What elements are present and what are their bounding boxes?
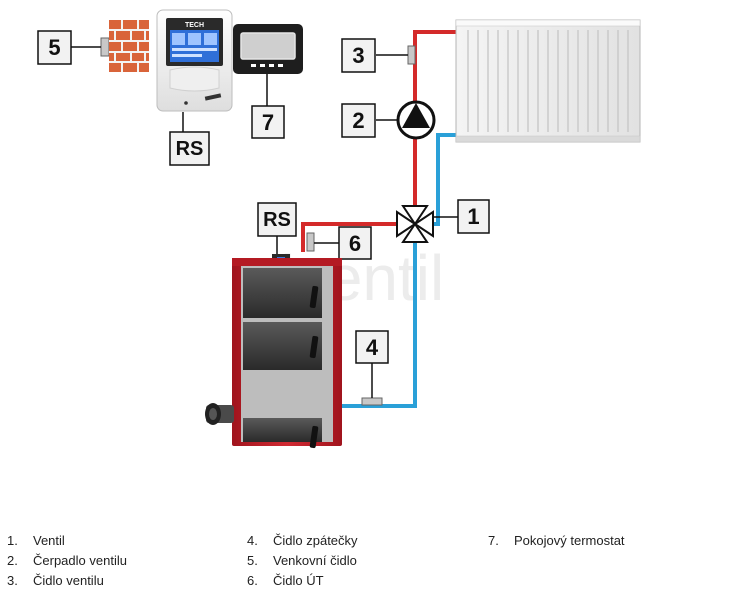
legend-item: 5.Venkovní čidlo [247,553,357,568]
label-rs-boiler: RS [257,202,297,237]
controller-brand: TECH [185,22,204,29]
svg-text:RS: RS [263,209,291,231]
heating-schematic: elventil [37,9,641,449]
label-rs-controller: RS [169,131,210,166]
legend-column-2: 4.Čidlo zpátečky 5.Venkovní čidlo 6.Čidl… [247,531,358,591]
legend-item: 2.Čerpadlo ventilu [7,553,127,568]
outdoor-sensor-element [100,37,110,57]
label-valve: 1 [457,199,490,234]
label-valve-sensor: 3 [341,38,376,73]
legend-item: 3.Čidlo ventilu [7,573,104,588]
radiator [455,19,641,143]
valve-sensor-element [407,45,416,65]
room-thermostat-device [233,24,303,74]
boiler [205,254,342,449]
legend-item: 1.Ventil [7,533,65,548]
legend-item: 7.Pokojový termostat [488,533,625,548]
svg-text:5: 5 [48,35,60,60]
label-outdoor-sensor: 5 [37,30,72,65]
svg-text:1: 1 [467,204,479,229]
svg-text:RS: RS [176,138,204,160]
svg-text:2: 2 [352,108,364,133]
brick-wall-icon [109,20,149,72]
legend-column-3: 7.Pokojový termostat [488,531,625,551]
return-sensor-element [361,397,383,406]
legend-column-1: 1.Ventil 2.Čerpadlo ventilu 3.Čidlo vent… [7,531,127,591]
mixing-valve-symbol [396,205,434,243]
label-ch-sensor: 6 [338,226,372,260]
ch-sensor-element [306,232,315,252]
legend-item: 6.Čidlo ÚT [247,573,324,588]
svg-text:4: 4 [366,335,379,360]
label-return-sensor: 4 [355,330,389,364]
supply-pipes [301,30,458,252]
svg-text:3: 3 [352,43,364,68]
label-pump: 2 [341,103,376,138]
legend-item: 4.Čidlo zpátečky [247,533,358,548]
svg-text:7: 7 [262,110,274,135]
controller-unit: TECH [156,9,233,112]
return-pipes [330,133,458,408]
pump-symbol [396,100,436,140]
label-room-thermostat: 7 [251,105,285,139]
svg-text:6: 6 [349,231,361,256]
